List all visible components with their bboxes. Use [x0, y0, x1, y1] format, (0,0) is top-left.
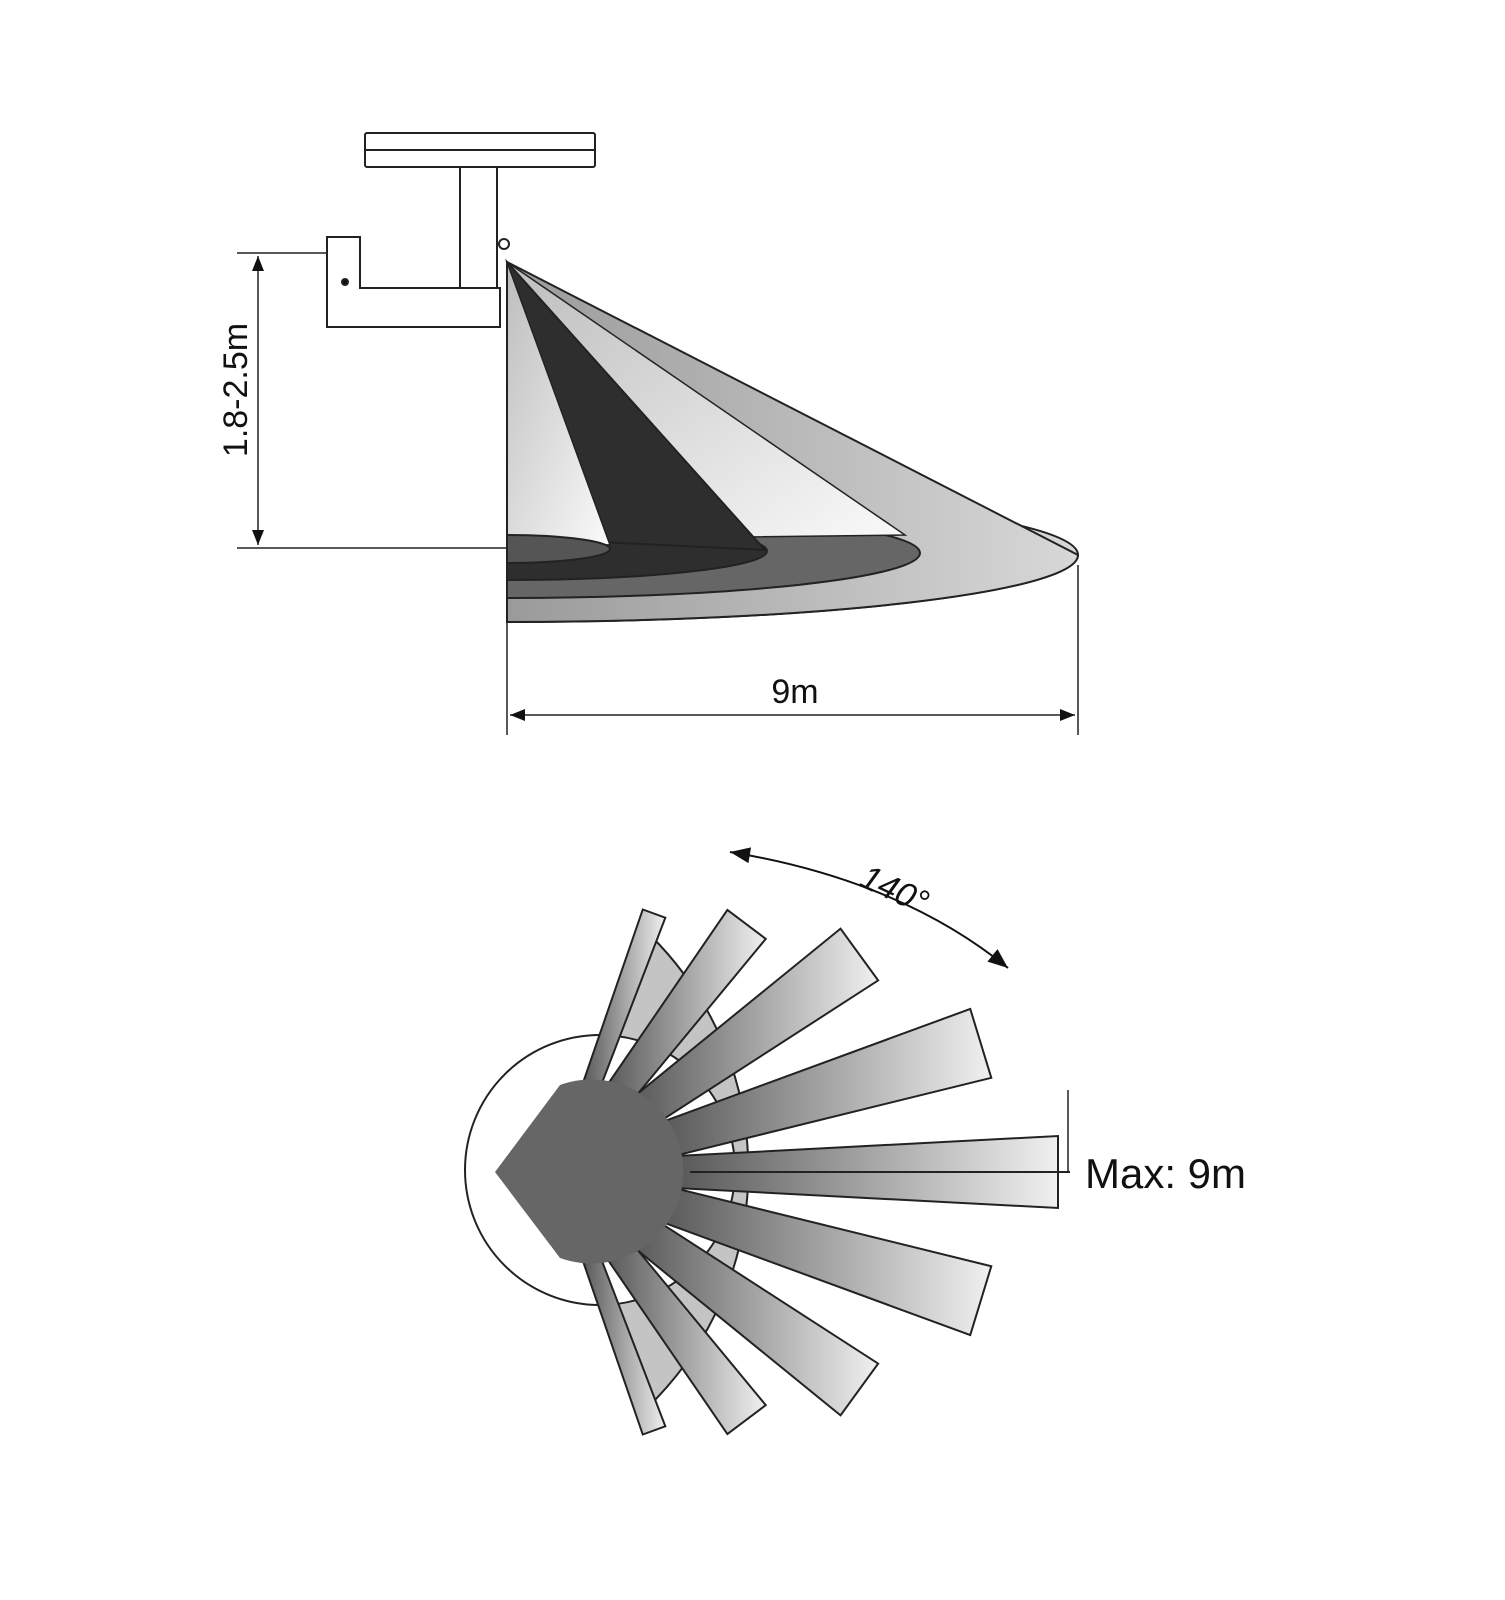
- height-dimension: [237, 252, 507, 549]
- sensor-core: [495, 1079, 684, 1264]
- top-view: [464, 847, 1070, 1436]
- range-label: 9m: [771, 673, 818, 711]
- max-range-label: Max: 9m: [1085, 1150, 1246, 1197]
- angle-arrow: [729, 847, 1009, 969]
- detection-cone: [505, 258, 1080, 624]
- beams: [564, 908, 1059, 1436]
- height-label: 1.8-2.5m: [217, 323, 255, 457]
- side-view: [237, 132, 1080, 735]
- sensor-mount: [326, 132, 596, 328]
- angle-label: 140°: [855, 858, 935, 922]
- range-dimension: [506, 565, 1079, 735]
